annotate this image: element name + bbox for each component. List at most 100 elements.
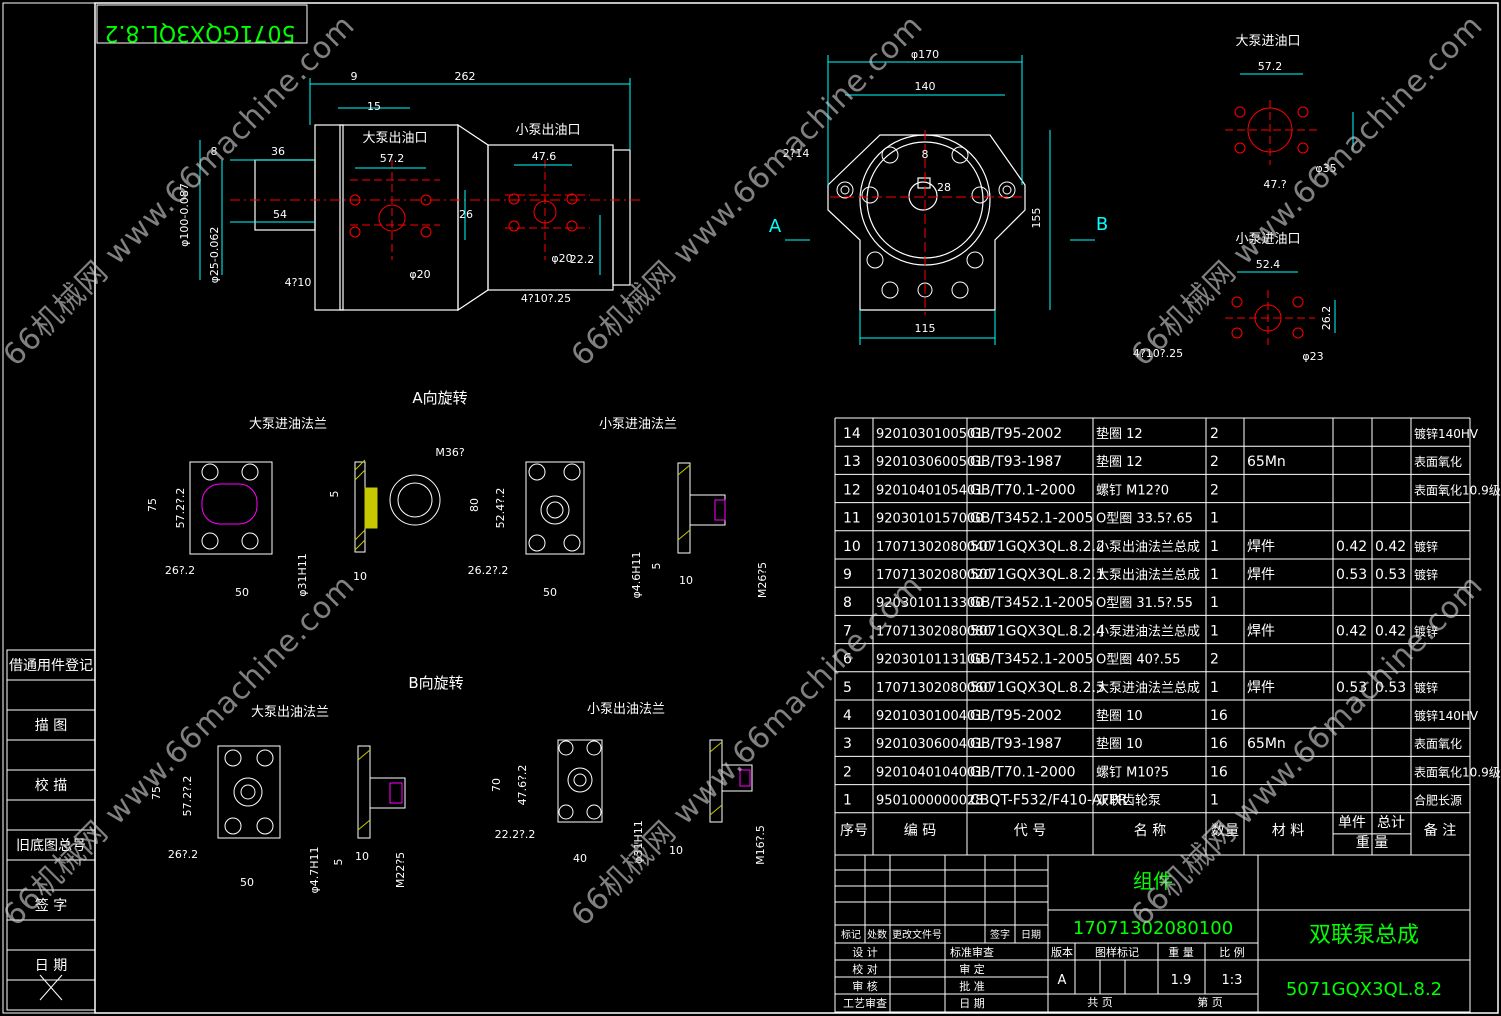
- code-box: [96, 4, 308, 44]
- side-dimension: 15: [367, 100, 381, 113]
- bom-cell: 0.42: [1336, 539, 1367, 555]
- sign-mid-label: 批 准: [959, 979, 985, 993]
- stage-label: 重 量: [1168, 945, 1194, 959]
- bom-cell: 镀锌140HV: [1414, 709, 1479, 723]
- bom-cell: 7: [843, 623, 852, 639]
- bom-cell: 5071GQX3QL.8.2.3: [970, 680, 1105, 696]
- sheet-label: 共 页: [1087, 996, 1113, 1009]
- bom-cell: 2: [1210, 652, 1219, 668]
- side-dimension: 8: [211, 145, 218, 158]
- bom-cell: 16: [1210, 764, 1228, 780]
- side-dimension: 57.2: [380, 152, 405, 165]
- bom-header: 备 注: [1424, 822, 1456, 839]
- bom-cell: CBQT-F532/F410-AFPR: [970, 793, 1128, 809]
- bom-cell: 9201030100401: [876, 709, 984, 724]
- bom-cell: 0.53: [1375, 567, 1406, 583]
- stage-label: 版本: [1051, 945, 1073, 959]
- bom-cell: 17071302080080: [876, 624, 992, 639]
- bom-cell: 9203010113100: [876, 653, 984, 668]
- port-detail-text: 大泵进油口: [1235, 34, 1300, 49]
- bom-cell: 垫圈 10: [1096, 708, 1143, 724]
- bom-cell: 65Mn: [1247, 736, 1286, 752]
- bom-cell: 小泵出油法兰总成: [1096, 540, 1200, 555]
- port-detail-text: 57.2: [1258, 60, 1283, 73]
- bom-cell: 1: [1210, 623, 1219, 639]
- port-detail-text: 47.?: [1263, 178, 1286, 191]
- bom-header: 材 料: [1272, 823, 1304, 839]
- bom-cell: 65Mn: [1247, 454, 1286, 470]
- bom-cell: 焊件: [1247, 680, 1275, 696]
- flange-dimension: 10: [669, 844, 683, 857]
- bom-header: 编 码: [904, 823, 936, 839]
- bom-header: 单件: [1338, 815, 1366, 831]
- bom-cell: 螺钉 M12?0: [1096, 483, 1169, 498]
- front-dimension: φ170: [911, 48, 939, 61]
- front-view-centerlines: [830, 130, 1025, 315]
- front-dimension: 155: [1030, 208, 1043, 229]
- bom-cell: 0.53: [1336, 567, 1367, 583]
- bom-cell: 0.42: [1375, 623, 1406, 639]
- side-dimension: 22.2: [570, 253, 595, 266]
- title-code: 5071GQX3QL.8.2: [1286, 979, 1442, 1000]
- bom-cell: 垫圈 12: [1096, 454, 1143, 470]
- bom-cell: 5071GQX3QL.8.2.2: [970, 539, 1105, 555]
- port-detail-text: 小泵进油口: [1235, 232, 1300, 247]
- revision-label: 处数: [867, 928, 887, 941]
- bom-cell: GB/T70.1-2000: [970, 764, 1076, 780]
- bom-cell: 表面氧化: [1414, 455, 1462, 469]
- bom-cell: 6: [843, 652, 852, 668]
- flange-dimension: φ4.6H11: [630, 551, 643, 598]
- flange-dimension: 75: [146, 498, 159, 512]
- bom-cell: 垫圈 10: [1096, 736, 1143, 752]
- front-view: [827, 134, 1026, 311]
- bom-cell: GB/T93-1987: [970, 454, 1062, 470]
- flange-dimension: M36?: [435, 446, 464, 459]
- sign-left-label: 校 对: [852, 962, 878, 976]
- bom-cell: 焊件: [1247, 623, 1275, 639]
- revision-label: 标记: [841, 929, 861, 941]
- bom-cell: GB/T3452.1-2005: [970, 652, 1093, 668]
- bom-cell: 5: [843, 680, 852, 696]
- inner-border: [94, 2, 1499, 1014]
- flange-dimension: 57.2?.2: [181, 776, 194, 817]
- side-dimension: φ20: [551, 252, 572, 265]
- flange-dimension: M22?5: [394, 852, 407, 888]
- bom-cell: 17071302080040: [876, 540, 992, 555]
- bom-cell: GB/T3452.1-2005: [970, 595, 1093, 611]
- bom-cell: 16: [1210, 736, 1228, 752]
- flange-dimension: 50: [235, 586, 249, 599]
- sign-mid-label: 标准审查: [950, 945, 994, 959]
- sign-mid-label: 日 期: [959, 997, 985, 1010]
- side-dimension: 262: [455, 70, 476, 83]
- flange-dimension: 22.2?.2: [495, 828, 536, 841]
- small-out-label: 小泵出油口: [515, 123, 580, 138]
- flange-dimension: 75: [150, 786, 163, 800]
- bom-cell: 9201030100501: [876, 427, 984, 442]
- bom-cell: GB/T93-1987: [970, 736, 1062, 752]
- side-dimension: 47.6: [532, 150, 557, 163]
- bom-cell: 1: [1210, 680, 1219, 696]
- sign-left-label: 设 计: [852, 946, 878, 959]
- flange-dimension: 5: [650, 563, 663, 570]
- bom-cell: 镀锌: [1414, 540, 1438, 554]
- sheet-label: 第 页: [1197, 995, 1223, 1009]
- bom-cell: 垫圈 12: [1096, 426, 1143, 442]
- bom-cell: 0.42: [1336, 623, 1367, 639]
- big-out-label: 大泵出油口: [362, 131, 427, 146]
- revision-label: 签字: [990, 928, 1010, 941]
- side-dimension: 4?10: [285, 276, 312, 289]
- bom-cell: 5071GQX3QL.8.2.4: [970, 623, 1105, 639]
- sign-left-label: 审 核: [852, 979, 878, 993]
- left-block-label: 描 图: [35, 718, 67, 734]
- bom-cell: O型圈 40?.55: [1096, 653, 1180, 668]
- port-detail-text: 52.4: [1256, 258, 1281, 271]
- bom-cell: 17071302080060: [876, 681, 992, 696]
- rotated-code: 5071GQX3QL.8.2: [105, 20, 296, 45]
- side-dimension: 54: [273, 208, 287, 221]
- bom-cell: 0.42: [1375, 539, 1406, 555]
